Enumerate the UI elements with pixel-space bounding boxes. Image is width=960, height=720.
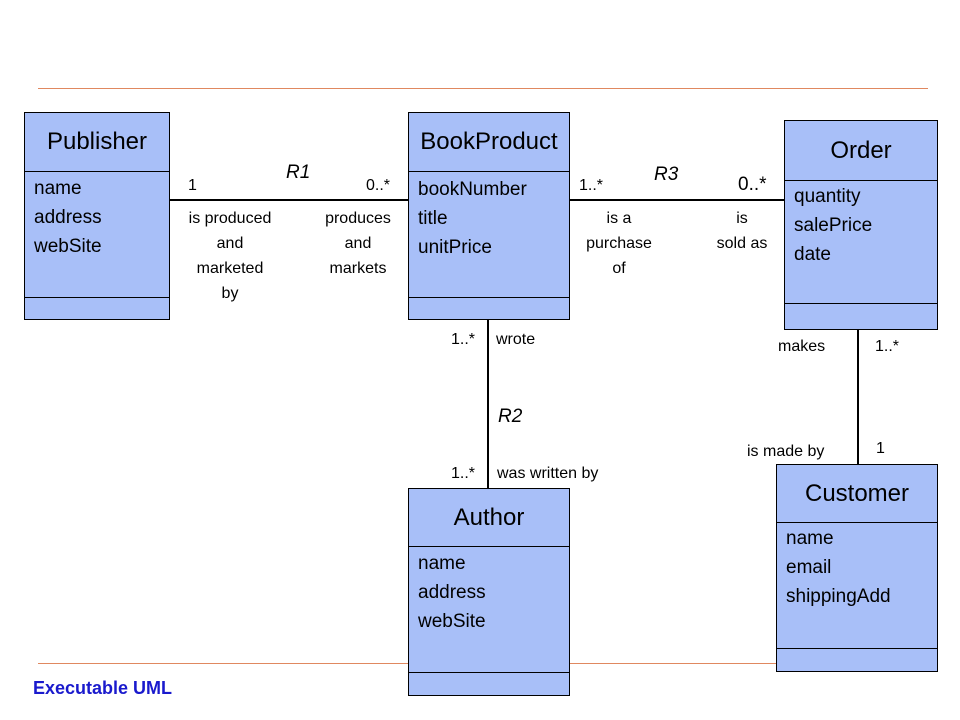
r1-left-phrase-line-2: and [216,235,244,252]
author-class[interactable]: Author name address webSite [408,488,570,696]
r1-line [169,199,409,201]
publisher-attr-address: address [34,207,102,228]
r4-bottom-multiplicity: 1 [876,440,885,457]
r2-top-multiplicity: 1..* [451,331,476,348]
footer-title: Executable UML [33,678,173,698]
customer-class[interactable]: Customer name email shippingAdd [776,464,938,672]
r1-left-phrase-line-1: is produced [188,210,272,227]
r1-right-multiplicity: 0..* [366,177,391,194]
customer-class-name: Customer [777,465,937,523]
r3-name: R3 [654,164,679,185]
customer-attributes: name email shippingAdd [777,522,937,649]
publisher-class-name: Publisher [25,113,169,172]
r1-right-phrase-line-2: and [344,235,372,252]
r4-line [857,330,859,465]
author-attr-website: webSite [418,611,486,632]
author-class-name: Author [409,489,569,547]
bookproduct-attributes: bookNumber title unitPrice [409,171,569,298]
r2-line [487,320,489,488]
top-rule [38,88,928,89]
bookproduct-attr-booknumber: bookNumber [418,179,527,200]
r1-left-multiplicity: 1 [188,177,197,194]
order-attr-date: date [794,244,831,265]
r1-right-phrase-line-1: produces [325,210,391,227]
r3-left-phrase-line-3: of [612,260,626,277]
r4-top-phrase: makes [778,338,826,355]
r3-left-phrase-line-2: purchase [586,235,652,252]
r4-top-multiplicity: 1..* [875,338,900,355]
r3-line [569,199,785,201]
r3-right-phrase: is sold as [698,206,786,256]
publisher-class[interactable]: Publisher name address webSite [24,112,170,320]
r1-left-phrase-line-3: marketed [196,260,264,277]
customer-attr-shippingadd: shippingAdd [786,586,891,607]
r1-right-phrase: produces and markets [308,206,408,281]
r3-left-phrase-line-1: is a [606,210,632,227]
r3-right-phrase-line-1: is [736,210,748,227]
r4-bottom-phrase: is made by [747,443,825,460]
order-class[interactable]: Order quantity salePrice date [784,120,938,330]
order-class-name: Order [785,121,937,181]
bookproduct-class-name: BookProduct [409,113,569,172]
customer-attr-email: email [786,557,832,578]
order-attr-saleprice: salePrice [794,215,873,236]
r2-bottom-multiplicity: 1..* [451,465,476,482]
author-attributes: name address webSite [409,546,569,673]
r3-left-phrase: is a purchase of [569,206,669,281]
publisher-attr-website: webSite [34,236,102,257]
bookproduct-attr-title: title [418,208,448,229]
order-attributes: quantity salePrice date [785,180,937,304]
r1-right-phrase-line-3: markets [329,260,387,277]
bookproduct-attr-unitprice: unitPrice [418,237,492,258]
r3-right-multiplicity: 0..* [738,174,767,195]
r3-right-phrase-line-2: sold as [716,235,768,252]
order-attr-quantity: quantity [794,186,861,207]
customer-attr-name: name [786,528,834,549]
bookproduct-class[interactable]: BookProduct bookNumber title unitPrice [408,112,570,320]
r1-left-phrase-line-4: by [221,285,239,302]
publisher-attr-name: name [34,178,82,199]
r1-name: R1 [286,162,311,183]
r2-name: R2 [498,406,523,427]
r3-left-multiplicity: 1..* [579,177,604,194]
r2-top-phrase: wrote [496,331,536,348]
author-attr-name: name [418,553,466,574]
author-attr-address: address [418,582,486,603]
publisher-attributes: name address webSite [25,171,169,298]
r1-left-phrase: is produced and marketed by [170,206,290,306]
r2-bottom-phrase: was written by [497,465,599,482]
